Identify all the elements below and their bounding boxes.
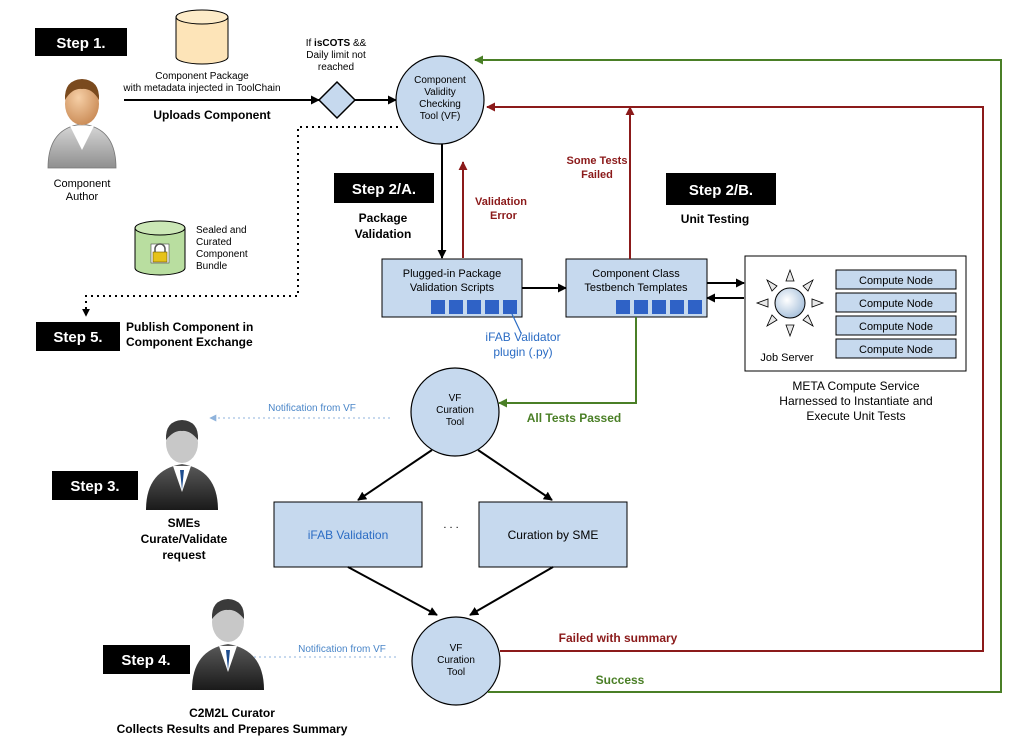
- testbench-squares: [616, 300, 702, 314]
- failed-with-summary-label: Failed with summary: [559, 631, 678, 645]
- validation-error-line2: Error: [490, 210, 518, 222]
- curator-avatar-icon: [192, 599, 264, 690]
- validation-error-line1: Validation: [475, 196, 527, 208]
- vf-curation-tool-1: [410, 367, 500, 457]
- curation1-line2: Curation: [436, 405, 474, 416]
- publish-dotted-path: [82, 126, 398, 317]
- ifab-validation-label: iFAB Validation: [308, 528, 389, 542]
- decision-condition-line2: Daily limit not: [306, 50, 366, 61]
- sme-label-line2: Curate/Validate: [141, 532, 228, 546]
- sealed-bundle-icon: [134, 220, 186, 276]
- compute-node-4: [835, 338, 957, 359]
- sme-curation-box: [478, 501, 628, 568]
- compute-node-1-label: Compute Node: [859, 275, 933, 287]
- plugin-label-line1: iFAB Validator: [485, 330, 560, 344]
- author-label-line2: Author: [66, 191, 99, 203]
- package-validation-line1: Package: [359, 211, 408, 225]
- uploads-component-label: Uploads Component: [153, 108, 270, 122]
- curation1-line1: VF: [449, 393, 462, 404]
- to-ifab-validation-arrow: [357, 449, 433, 501]
- step1-label: Step 1.: [35, 28, 127, 56]
- svg-text:Step 5.: Step 5.: [53, 329, 102, 346]
- curation1-line3: Tool: [446, 417, 464, 428]
- curator-label-line1: C2M2L Curator: [189, 706, 275, 720]
- svg-text:Step 3.: Step 3.: [70, 478, 119, 495]
- compute-node-3-label: Compute Node: [859, 321, 933, 333]
- testbench-box-line1: Component Class: [592, 268, 680, 280]
- failed-with-summary-loop: [486, 102, 984, 652]
- step3-label: Step 3.: [52, 471, 138, 500]
- author-avatar-icon: [47, 79, 117, 169]
- sme-label-line3: request: [162, 548, 205, 562]
- sme-avatar-icon: [146, 420, 218, 510]
- decision-condition-line3: reached: [318, 62, 354, 73]
- step4-label: Step 4.: [103, 645, 190, 674]
- curation2-line2: Curation: [437, 655, 475, 666]
- sme-label-line1: SMEs: [168, 516, 201, 530]
- compute-node-4-label: Compute Node: [859, 344, 933, 356]
- plugin-label-line2: plugin (.py): [493, 345, 552, 359]
- compute-caption-line1: META Compute Service: [792, 379, 919, 393]
- compute-caption-line3: Execute Unit Tests: [806, 409, 905, 423]
- compute-node-2-label: Compute Node: [859, 298, 933, 310]
- testbench-box-line2: Testbench Templates: [584, 282, 688, 294]
- validator-plugin-squares: [431, 300, 517, 314]
- all-tests-passed-arrow: [498, 317, 637, 408]
- package-caption-line1: Component Package: [155, 71, 249, 82]
- curation2-line1: VF: [450, 643, 463, 654]
- job-server-label: Job Server: [760, 352, 814, 364]
- ifab-to-curation2-arrow: [347, 566, 438, 616]
- decision-condition-line1: If isCOTS &&: [306, 38, 367, 49]
- bundle-label-line4: Bundle: [196, 261, 228, 272]
- curator-label-line2: Collects Results and Prepares Summary: [117, 722, 348, 736]
- vf-tool-line2: Validity: [424, 87, 456, 98]
- compute-node-3: [835, 315, 957, 336]
- validation-box-line1: Plugged-in Package: [403, 268, 501, 280]
- notification-2-label: Notification from VF: [298, 644, 386, 655]
- compute-node-1: [835, 269, 957, 290]
- bundle-label-line3: Component: [196, 249, 248, 260]
- bundle-label-line2: Curated: [196, 237, 232, 248]
- compute-node-2: [835, 292, 957, 313]
- step2b-label: Step 2/B.: [666, 173, 776, 205]
- curation2-line3: Tool: [447, 667, 465, 678]
- notification-1-label: Notification from VF: [268, 403, 356, 414]
- compute-caption-line2: Harnessed to Instantiate and: [779, 394, 932, 408]
- svg-text:Step 2/B.: Step 2/B.: [689, 182, 753, 199]
- vf-tool-line4: Tool (VF): [420, 111, 461, 122]
- publish-label-line1: Publish Component in: [126, 320, 253, 334]
- options-ellipsis: . . .: [443, 519, 458, 531]
- svg-text:Step 2/A.: Step 2/A.: [352, 181, 416, 198]
- publish-label-line2: Component Exchange: [126, 335, 253, 349]
- success-label: Success: [596, 673, 645, 687]
- unit-testing-label: Unit Testing: [681, 212, 749, 226]
- some-tests-failed-line2: Failed: [581, 169, 613, 181]
- sme-to-curation2-arrow: [469, 566, 554, 616]
- vf-tool-circle: [395, 55, 485, 145]
- some-tests-failed-line1: Some Tests: [567, 155, 628, 167]
- job-server-sun-icon: [755, 268, 825, 338]
- vf-curation-tool-2: [411, 616, 501, 706]
- package-caption-line2: with metadata injected in ToolChain: [122, 83, 280, 94]
- svg-text:Step 4.: Step 4.: [121, 652, 170, 669]
- sme-curation-label: Curation by SME: [508, 528, 599, 542]
- all-tests-passed-label: All Tests Passed: [527, 411, 622, 425]
- bundle-label-line1: Sealed and: [196, 225, 247, 236]
- to-sme-curation-arrow: [477, 449, 553, 501]
- package-validation-line2: Validation: [355, 227, 412, 241]
- component-package-icon: [175, 9, 229, 65]
- success-loop: [474, 55, 1002, 693]
- author-label-line1: Component: [54, 178, 111, 190]
- validation-box-line2: Validation Scripts: [410, 282, 495, 294]
- vf-tool-line3: Checking: [419, 99, 461, 110]
- ifab-validation-box: [273, 501, 423, 568]
- svg-text:Step 1.: Step 1.: [56, 35, 105, 52]
- step5-label: Step 5.: [36, 322, 120, 351]
- plugin-pointer-line: [511, 313, 522, 334]
- decision-diamond: [317, 80, 357, 120]
- vf-tool-line1: Component: [414, 75, 466, 86]
- step2a-label: Step 2/A.: [334, 173, 434, 203]
